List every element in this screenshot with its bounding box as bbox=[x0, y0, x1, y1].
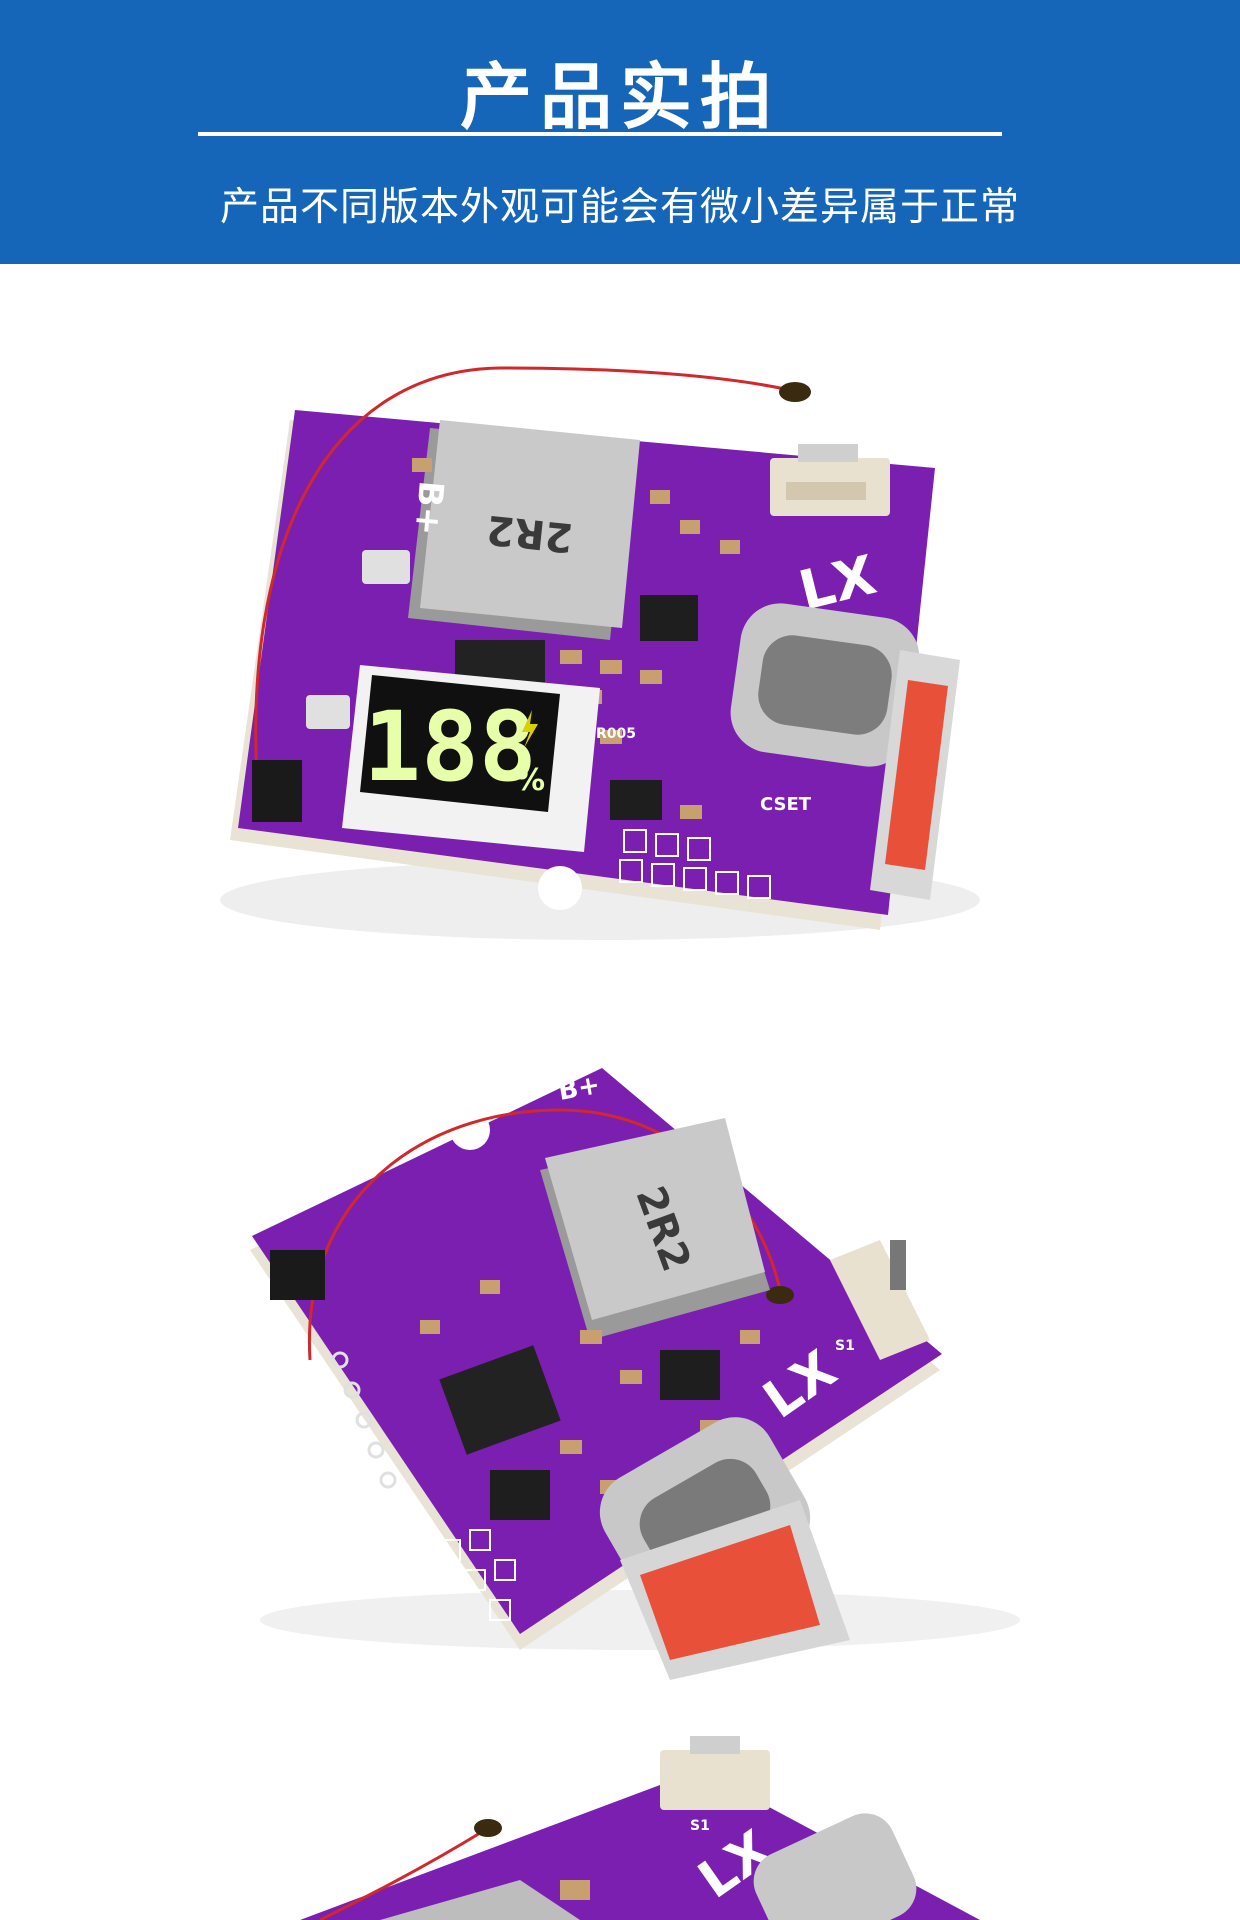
sense-label: R005 bbox=[596, 726, 636, 742]
usb-c-port bbox=[753, 1813, 917, 1920]
product-photo-2: 2R2 B+ S1 LX bbox=[0, 1040, 1240, 1680]
usb-a-port bbox=[620, 1500, 850, 1680]
inductor bbox=[380, 1880, 580, 1920]
battery-label: B+ bbox=[406, 479, 451, 537]
thermistor-bead bbox=[474, 1819, 502, 1837]
battery-label: B+ bbox=[556, 1070, 602, 1107]
page-title: 产品实拍 bbox=[459, 55, 780, 139]
header-banner: 产品实拍 产品不同版本外观可能会有微小差异属于正常 bbox=[0, 0, 1240, 264]
title-divider bbox=[198, 132, 1002, 136]
thermistor-bead bbox=[779, 382, 811, 402]
inductor-marking: 2R2 bbox=[484, 506, 575, 561]
thermistor-wire bbox=[254, 366, 791, 796]
slide-switch bbox=[830, 1240, 930, 1360]
display-percent: % bbox=[515, 763, 545, 798]
usb-c-port bbox=[730, 603, 920, 767]
thermistor-bead bbox=[766, 1286, 794, 1304]
display-digits: 188 bbox=[363, 691, 536, 803]
thermistor-wire bbox=[319, 1828, 486, 1920]
page-subtitle: 产品不同版本外观可能会有微小差异属于正常 bbox=[219, 185, 1020, 230]
inductor: 2R2 bbox=[540, 1118, 770, 1340]
inductor: 2R2 bbox=[408, 420, 640, 640]
controller-chip bbox=[439, 1345, 561, 1455]
slide-switch bbox=[770, 444, 890, 516]
led-display: 188 % bbox=[342, 665, 600, 852]
cset-label: CSET bbox=[760, 794, 812, 815]
product-photo-1: 2R2 B+ 188 % R005 bbox=[0, 340, 1240, 980]
usb-a-port bbox=[870, 650, 960, 900]
switch-label: S1 bbox=[690, 1818, 710, 1834]
product-photo-3: S1 LX bbox=[0, 1730, 1240, 1920]
slide-switch bbox=[660, 1736, 770, 1810]
pcb-board bbox=[250, 1068, 942, 1650]
switch-label: S1 bbox=[835, 1338, 855, 1354]
